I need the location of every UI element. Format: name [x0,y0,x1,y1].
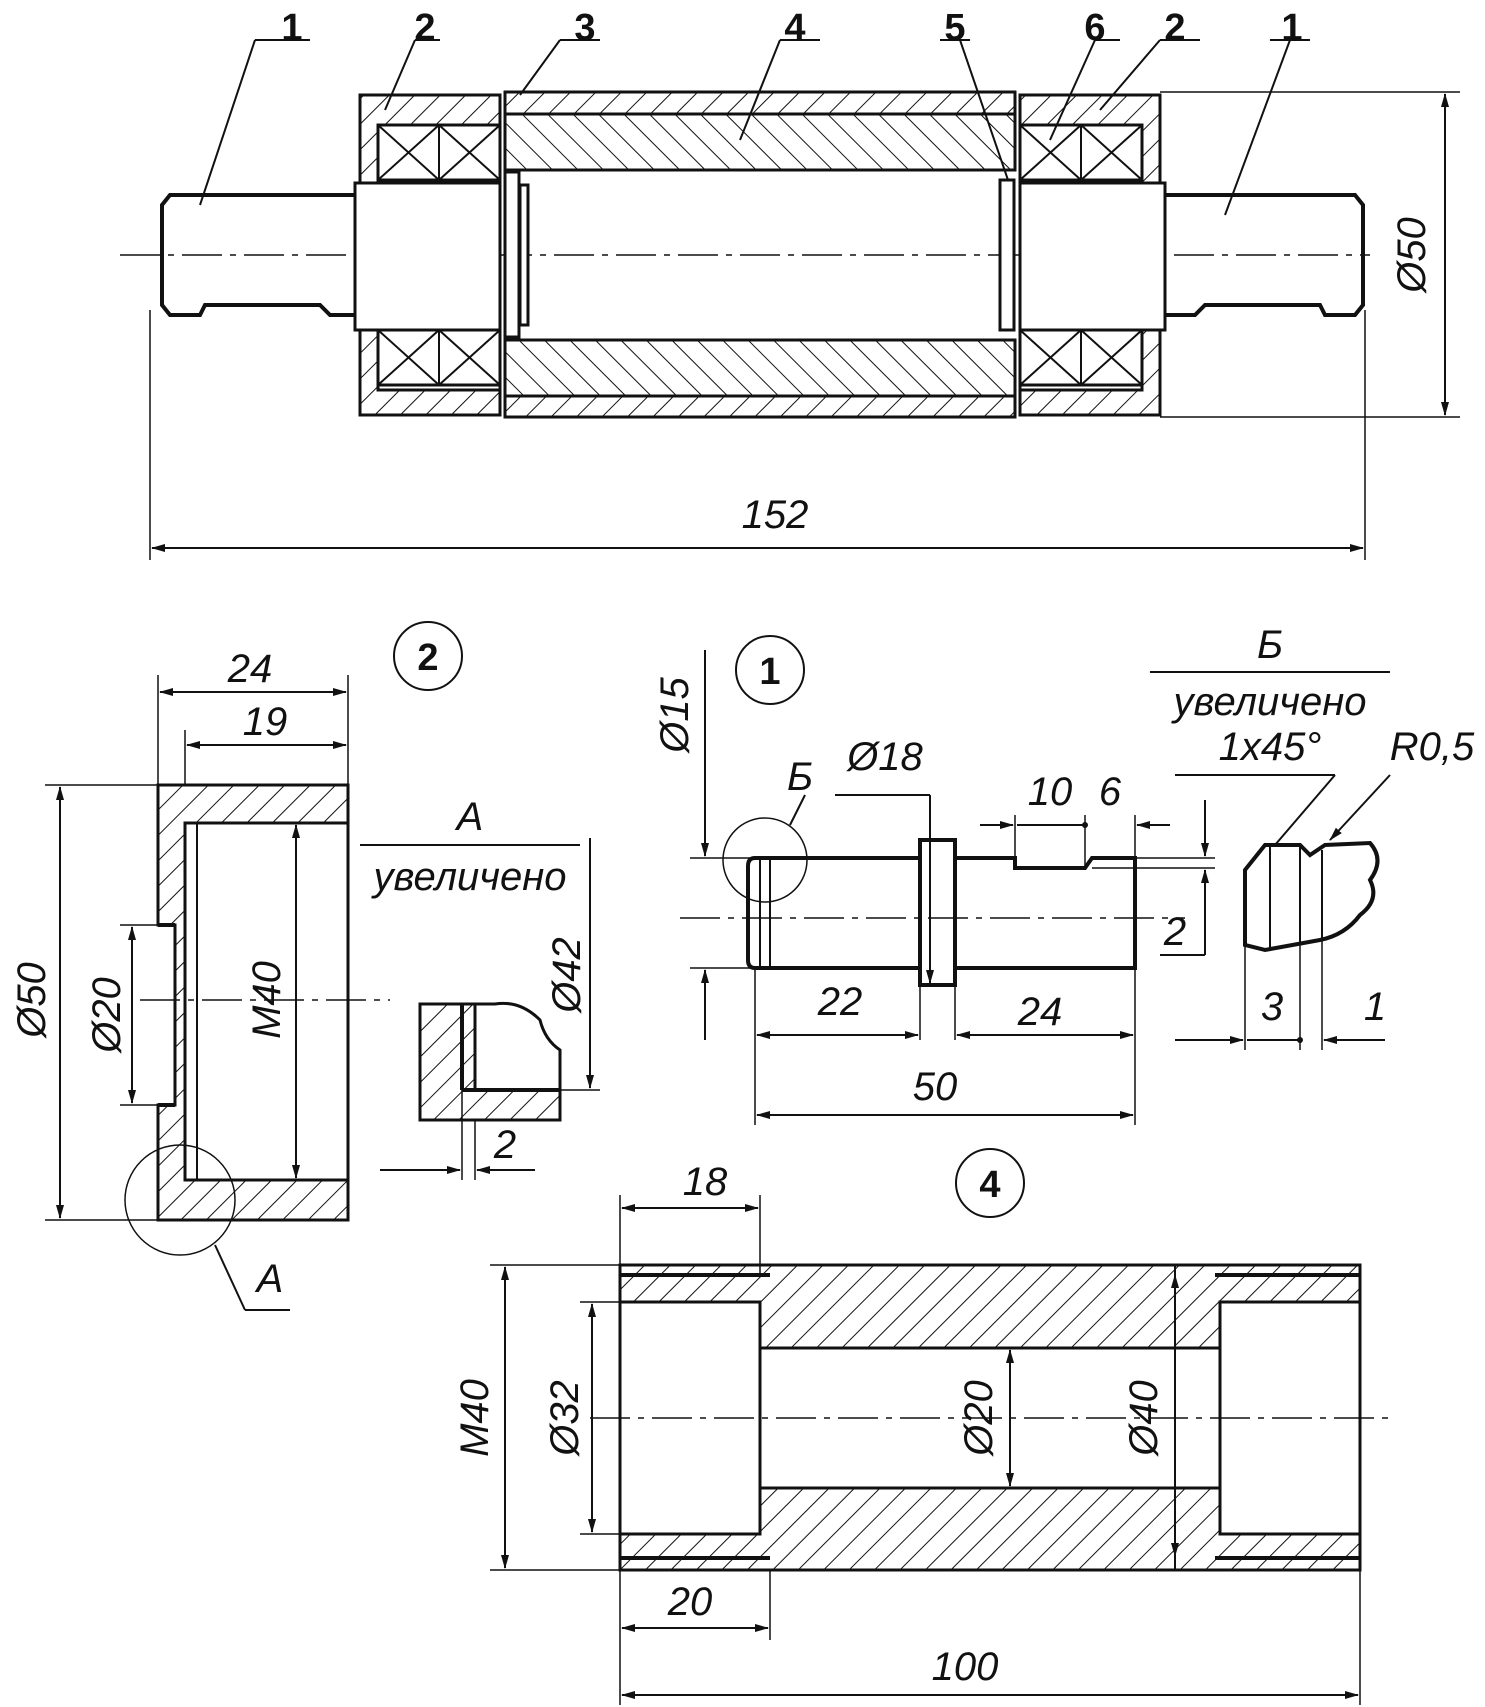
leader-label: 4 [784,7,805,49]
dim-part4-bottom20: 20 [667,1580,713,1624]
view-b-chamfer: 1x45° [1219,725,1322,769]
dim-part2-thread: M40 [245,961,289,1039]
detail-marker-a: А [255,1257,284,1301]
dim-part1-d18: Ø18 [845,735,923,779]
dim-part1-len24: 24 [1017,990,1063,1034]
dim-part1-len50: 50 [913,1065,958,1109]
leader-label: 1 [1281,7,1302,49]
view-b-subtitle: увеличено [1171,680,1367,724]
dim-part4-thread: M40 [453,1379,497,1457]
part-1-label: 1 [759,651,780,693]
dim-assembly-length: 152 [742,493,809,537]
part-4-view: 4 18 M40 Ø32 Ø20 Ø40 [453,1148,1390,1705]
part-2-view: 2 А 24 19 Ø50 Ø20 M40 А [10,621,600,1311]
view-a-gap: 2 [493,1123,516,1167]
dim-part4-total100: 100 [932,1645,999,1689]
dim-part4-d32: Ø32 [543,1380,587,1458]
dim-part4-d20: Ø20 [957,1380,1001,1458]
view-b-radius: R0,5 [1390,725,1475,769]
dim-assembly-diameter: Ø50 [1390,217,1434,295]
leader-label: 2 [414,7,435,49]
dim-part1-depth2: 2 [1163,910,1186,954]
view-a-title: А [455,795,484,839]
part-2-label: 2 [417,637,438,679]
dim-part1-len22: 22 [817,980,863,1024]
part-1-view: 1 Б Ø15 Ø18 10 6 [653,623,1475,1125]
dim-part2-outer-diameter: Ø50 [10,962,54,1040]
dim-part2-hole-diameter: Ø20 [85,977,129,1055]
view-a-diameter: Ø42 [545,937,589,1015]
dim-part1-groove10: 10 [1028,770,1073,814]
assembly-view: 1 2 3 4 5 6 2 1 Ø50 152 [120,7,1460,560]
dim-part4-d40: Ø40 [1122,1380,1166,1458]
dim-part2-outer-width: 24 [227,647,273,691]
leader-label: 2 [1164,7,1185,49]
view-b-len1: 1 [1364,985,1386,1029]
detail-marker-b: Б [787,755,813,799]
leader-label: 1 [281,7,302,49]
bearing-left [376,123,502,387]
part-2-badge [393,621,463,691]
part-1-badge [735,635,805,705]
dim-part1-d15: Ø15 [653,676,697,754]
leader-label: 3 [574,7,595,49]
dim-part4-top18: 18 [683,1160,728,1204]
view-a-subtitle: увеличено [371,855,567,899]
view-b-len3: 3 [1261,985,1283,1029]
view-b-title: Б [1257,623,1283,667]
leader-label: 5 [944,7,965,49]
leader-label: 6 [1084,7,1105,49]
part-4-label: 4 [979,1164,1000,1206]
dim-part2-inner-width: 19 [243,700,288,744]
dim-part1-groove6: 6 [1099,770,1122,814]
part-4-badge [955,1148,1025,1218]
bearing-right [1018,123,1144,387]
